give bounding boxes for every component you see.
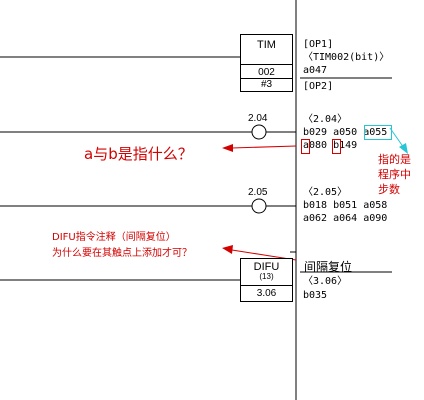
contact-2-05-ref-row2: a062 a064 a090 [303,213,387,225]
contact-2-05-ref-row1: b018 b051 a058 [303,200,387,212]
tim-comment-bit: 〈TIM002(bit)〉 [303,52,390,63]
contact-2-04-address: 2.04 [248,113,268,124]
difu-code: (13) [259,272,274,281]
tim-name: TIM [257,39,276,51]
ref-b029: b029 [303,127,328,138]
contact-2-05-symbol[interactable] [252,199,266,213]
contact-2-04-ref-row2: a080 b149 [303,140,357,152]
tim-addr: a047 [303,65,328,76]
difu-comment-addr: 〈3.06〉 [303,276,348,287]
question-a-b: a与b是指什么？ [84,145,193,163]
tim-operand-2: #3 [260,79,273,90]
contact-2-04-ref-row1: b029 a050 a055 [303,127,387,139]
difu-question-line1: DIFU指令注释（间隔复位） [52,232,176,243]
tim-operand-1: 002 [258,67,275,78]
ref-a080: a080 [303,140,328,151]
ref-a058: a058 [363,200,388,211]
difu-instruction-block[interactable]: DIFU (13) 3.06 [240,258,293,302]
ref-b149: b149 [333,140,358,151]
contact-2-04-comment: 〈2.04〉 [303,114,348,125]
note-step-number: 指的是程序中步数 [378,153,411,196]
highlight-b-prefix [332,139,341,154]
contact-2-04-symbol[interactable] [252,125,266,139]
difu-question-line2: 为什么要在其触点上添加才可？ [52,248,192,259]
highlight-a055 [364,125,392,140]
ref-a090: a090 [363,213,388,224]
contact-2-05-address: 2.05 [248,187,268,198]
ref-b018: b018 [303,200,328,211]
difu-operand: 3.06 [256,288,277,299]
difu-name: DIFU [253,261,280,273]
ref-b051: b051 [333,200,358,211]
ref-a050: a050 [333,127,358,138]
ref-a062: a062 [303,213,328,224]
difu-addr: b035 [303,290,328,301]
ref-a064: a064 [333,213,358,224]
ref-a055: a055 [363,127,388,138]
tim-instruction-block[interactable]: TIM 002 #3 [240,34,293,92]
tim-comment-op2: [OP2] [303,81,334,92]
difu-comment-name: 间隔复位 [304,260,353,274]
highlight-a-prefix [301,139,310,154]
tim-comment-op1: [OP1] [303,39,334,50]
contact-2-05-comment: 〈2.05〉 [303,187,348,198]
